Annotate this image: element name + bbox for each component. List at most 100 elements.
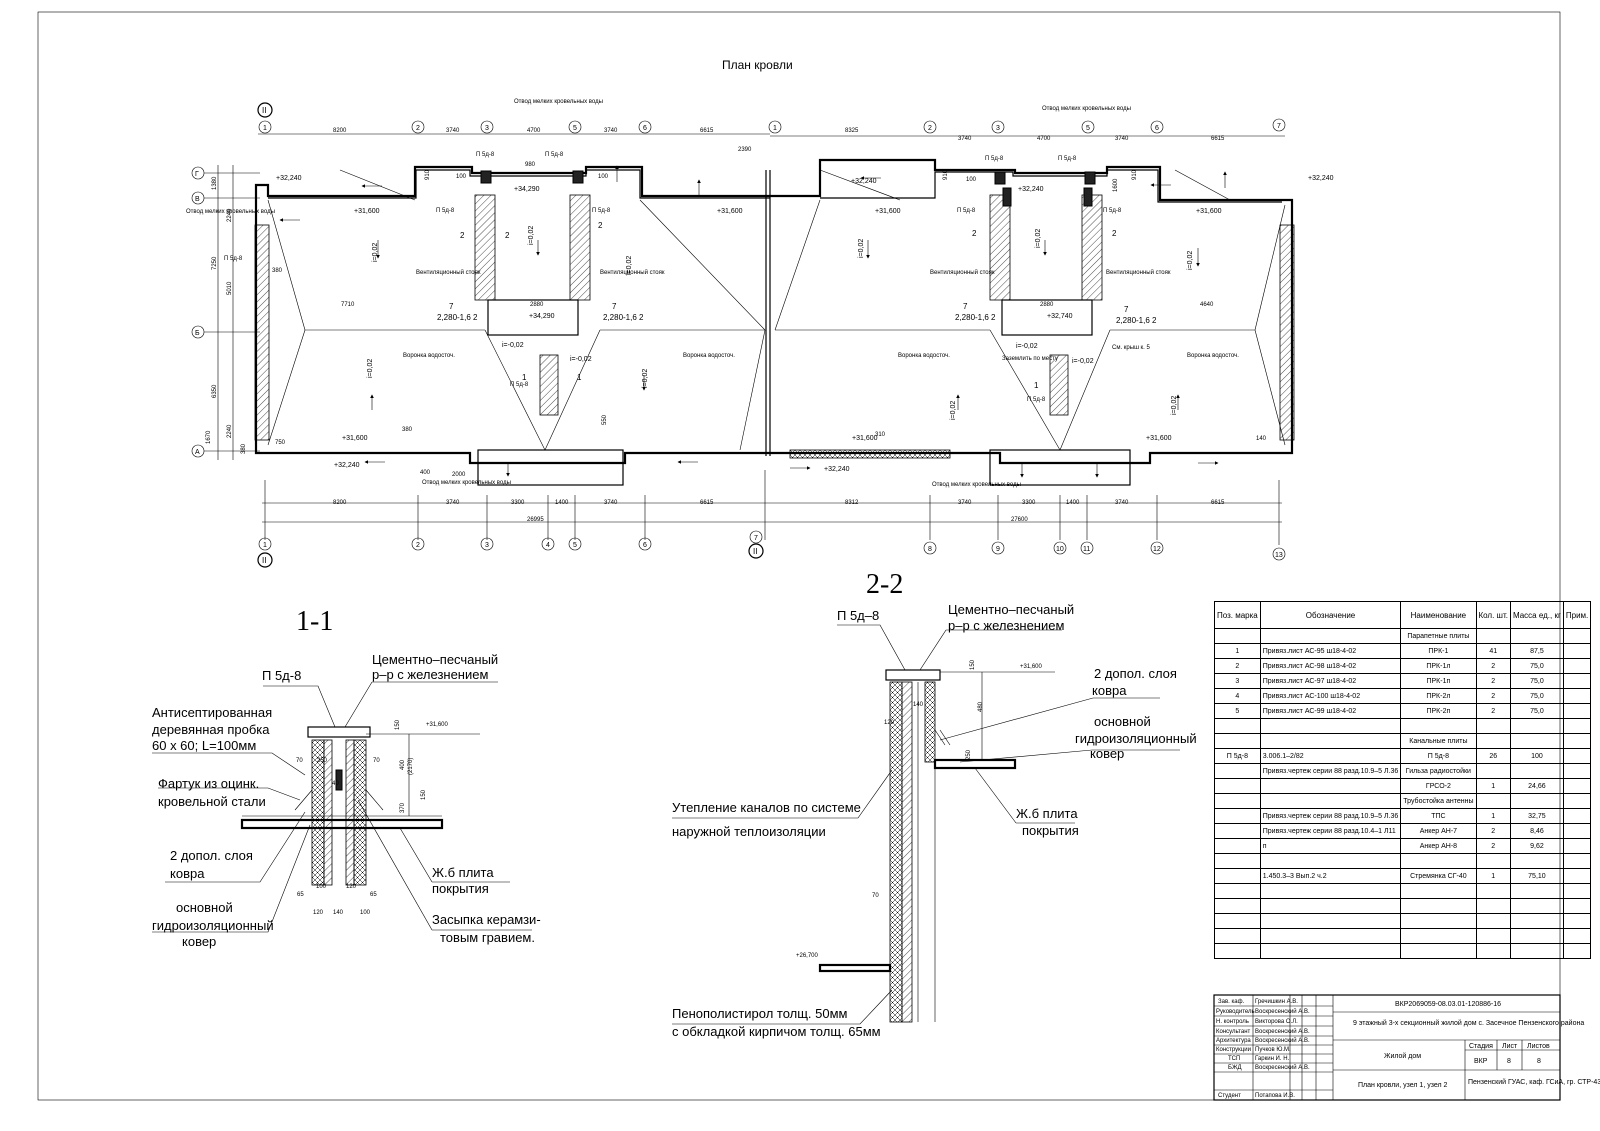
svg-text:140: 140 [913,702,924,708]
svg-text:i=0,02: i=0,02 [858,239,865,258]
svg-text:i=0,02: i=0,02 [528,226,535,245]
svg-text:1600: 1600 [1113,178,1119,192]
svg-text:Воронка водосточ.: Воронка водосточ. [1187,353,1239,359]
svg-text:i=0,02: i=0,02 [1187,251,1194,270]
table-cell: 2 [1475,658,1511,674]
spec-header-cell: Наименование [1400,601,1477,629]
svg-text:5: 5 [1086,125,1090,132]
svg-text:Стадия: Стадия [1469,1043,1493,1050]
svg-text:6: 6 [643,125,647,132]
svg-text:i=0,02: i=0,02 [1035,229,1042,248]
svg-text:6350: 6350 [212,384,218,398]
svg-text:Г: Г [195,171,199,178]
svg-text:140: 140 [333,910,344,916]
table-cell: 2 [1475,823,1511,839]
svg-text:3: 3 [996,125,1000,132]
table-cell [1400,883,1477,899]
table-cell [1259,793,1402,809]
svg-text:Заземлить по месту: Заземлить по месту [1002,356,1058,362]
svg-text:П 5д-8: П 5д-8 [985,156,1004,162]
table-cell: ПРК-1п [1400,673,1477,689]
node-1-1: 1-1 П 5д-8 Цементно–песчаный р–р с желез… [152,606,541,949]
table-cell: ПРК-2л [1400,688,1477,704]
svg-text:+32,240: +32,240 [1018,186,1044,193]
table-cell [1562,748,1592,764]
table-cell [1259,928,1402,944]
svg-text:основной: основной [1094,714,1151,729]
svg-text:70: 70 [373,758,380,764]
svg-text:Утепление каналов по системе: Утепление каналов по системе [672,800,861,815]
svg-text:ТСП: ТСП [1228,1056,1240,1062]
svg-text:1: 1 [263,542,267,549]
svg-text:7250: 7250 [212,256,218,270]
table-cell [1562,928,1592,944]
table-cell [1475,928,1511,944]
svg-text:П 5д-8: П 5д-8 [476,152,495,158]
table-cell [1214,838,1261,854]
spec-header-cell: Поз. марка [1214,601,1261,629]
svg-text:+34,290: +34,290 [514,186,540,193]
roof-plan: План кровли [186,58,1334,568]
svg-text:3740: 3740 [604,500,618,506]
svg-text:П 5д-8: П 5д-8 [957,208,976,214]
svg-text:6615: 6615 [700,500,714,506]
svg-text:4640: 4640 [1200,302,1214,308]
svg-text:+32,240: +32,240 [824,466,850,473]
table-cell: ПРК-1л [1400,658,1477,674]
svg-text:910: 910 [943,169,949,180]
bottom-axis-bubbles: 1 II 2 3 4 5 6 7 II 8 9 10 11 12 13 [257,530,1286,568]
svg-text:1: 1 [773,125,777,132]
svg-text:П 5д-8: П 5д-8 [1103,208,1122,214]
svg-text:8325: 8325 [845,128,859,134]
svg-text:+31,600: +31,600 [426,722,449,728]
table-cell: 75,0 [1509,688,1564,704]
table-cell: 75,0 [1509,703,1564,719]
spec-header-row: Поз. марка Обозначение Наименование Кол.… [1214,601,1592,629]
svg-text:Пенополистирол толщ. 50мм: Пенополистирол толщ. 50мм [672,1006,848,1021]
svg-text:гидроизоляционный: гидроизоляционный [152,918,274,933]
spec-header-cell: Кол. шт. [1475,601,1511,629]
svg-text:7: 7 [963,302,968,311]
svg-text:5: 5 [573,542,577,549]
table-cell [1214,868,1261,884]
svg-text:ковра: ковра [1092,683,1127,698]
svg-text:покрытия: покрытия [432,881,489,896]
table-cell: 32,75 [1509,808,1564,824]
table-cell [1475,628,1511,644]
svg-text:i=-0,02: i=-0,02 [570,356,592,363]
svg-text:2240: 2240 [227,208,233,222]
svg-text:Отвод мелких кровельных воды: Отвод мелких кровельных воды [932,482,1021,488]
svg-text:100: 100 [456,174,467,180]
svg-text:2: 2 [416,125,420,132]
svg-text:товым гравием.: товым гравием. [440,930,535,945]
table-cell [1400,943,1477,959]
svg-text:380: 380 [402,427,413,433]
svg-text:7: 7 [1277,123,1281,130]
svg-text:27600: 27600 [1011,517,1028,523]
table-cell [1562,763,1592,779]
table-cell: Привяз.лист АС-100 ш18-4-02 [1259,688,1402,704]
table-cell [1562,898,1592,914]
table-row [1214,718,1592,734]
svg-text:II: II [753,547,757,556]
svg-text:12: 12 [1153,546,1161,553]
svg-text:100: 100 [598,174,609,180]
svg-text:1400: 1400 [555,500,569,506]
svg-text:65: 65 [297,892,304,898]
svg-text:ковер: ковер [182,934,216,949]
table-cell [1562,913,1592,929]
table-cell: 41 [1475,643,1511,659]
svg-text:7710: 7710 [341,302,355,308]
svg-text:550: 550 [602,414,608,425]
table-cell [1562,658,1592,674]
svg-text:Н. контроль: Н. контроль [1216,1019,1249,1025]
svg-text:60 х 60; L=100мм: 60 х 60; L=100мм [152,738,256,753]
svg-text:40: 40 [332,781,339,787]
svg-text:1400: 1400 [1066,500,1080,506]
svg-text:Цементно–песчаный: Цементно–песчаный [948,602,1074,617]
table-cell: 75,10 [1509,868,1564,884]
table-cell: Привяз.лист АС-99 ш18-4-02 [1259,703,1402,719]
svg-text:+32,240: +32,240 [1308,175,1334,182]
table-cell [1475,793,1511,809]
